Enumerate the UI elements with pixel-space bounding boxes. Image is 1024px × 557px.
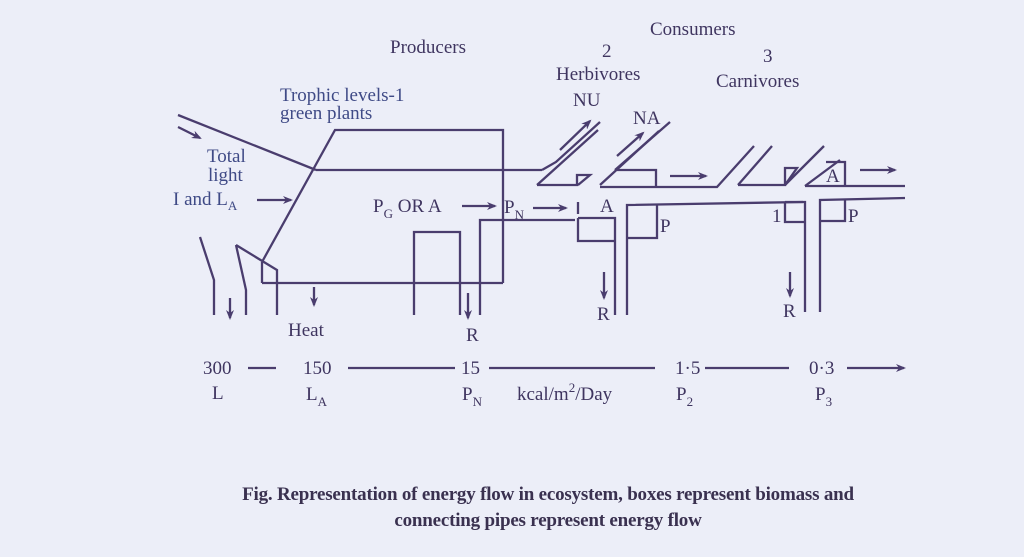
level-3-number: 3 [763,46,773,67]
carnivore-i-box [783,202,805,224]
producer-box-outer [260,128,505,283]
scale-label-l: L [212,383,224,404]
scale-value-150: 150 [303,358,332,379]
na-pipe-right [614,121,671,171]
herbivore-p-label: P [660,216,671,237]
herbivore-biomass-top [617,168,658,187]
energy-scale: 300 L 150 LA 15 PN kcal/m2/Day 1·5 P2 0·… [203,358,906,409]
scale-label-p2: P2 [676,384,693,409]
producers-label: Producers [390,37,466,58]
nu-pipe-right [536,129,599,186]
heat-label: Heat [288,320,325,341]
scale-value-300: 300 [203,358,232,379]
scale-unit: kcal/m2/Day [517,380,613,405]
carnivore-production-pipe [818,196,906,312]
pn-label: PN [504,197,525,222]
carnivore-intake-pipe-right [737,145,773,186]
scale-label-p3: P3 [815,384,832,409]
producer-r-label: R [466,325,479,346]
carnivore-intake-bottom [738,166,800,187]
herbivore-r-label: R [597,304,610,325]
heat-pipe-1 [198,236,216,315]
green-plants-label: green plants [280,103,372,124]
figure-caption-line-2: connecting pipes represent energy flow [394,510,702,531]
carnivores-label: Carnivores [716,71,799,92]
incoming-light-line [177,113,317,172]
herbivore-a-label: A [600,196,614,217]
scale-label-la: LA [306,384,328,409]
na-arrow-icon [616,131,645,157]
carnivore-a-box [826,160,847,186]
herbivore-production-pipe [625,200,804,315]
pg-or-a-label: PG OR A [373,196,442,221]
carnivore-p-box [820,200,847,223]
net-production-pipe [478,218,575,315]
scale-value-0-3: 0·3 [809,358,834,379]
consumers-label: Consumers [650,19,736,40]
trophic-level-1-label: Trophic levels-1 [280,85,404,106]
heat-pipe-3 [235,244,279,315]
herbivore-assimilation-box [576,218,615,243]
carnivore-1-label: 1 [772,206,782,227]
nu-arrow-icon [559,119,592,151]
scale-label-pn: PN [462,384,483,409]
herbivores-label: Herbivores [556,64,640,85]
producer-respiration-box [412,230,462,315]
carnivore-a-label: A [826,166,840,187]
heat-pipe-2 [234,244,248,315]
carnivore-na-pipe-left [784,145,825,186]
na-label: NA [633,108,661,129]
scale-value-15: 15 [461,358,480,379]
herbivore-p-box [627,205,659,240]
nu-label: NU [573,90,601,111]
nu-pipe-left [541,121,601,171]
nu-pipe-bottom [537,173,594,187]
i-and-la-label: I and LA [173,189,238,213]
level-2-number: 2 [602,41,612,62]
carnivore-na-pipe-right [804,159,841,187]
herbivore-respiration-pipe [578,216,617,315]
light-label: light [208,165,244,186]
carnivore-respiration-pipe [785,200,807,312]
light-arrow-icon [177,125,202,140]
carnivore-intake-pipe-left [655,145,755,189]
scale-value-1-5: 1·5 [675,358,700,379]
carnivore-r-label: R [783,301,796,322]
figure-caption-line-1: Fig. Representation of energy flow in ec… [242,484,854,505]
carnivore-p-label: P [848,206,859,227]
total-label: Total [207,146,246,167]
